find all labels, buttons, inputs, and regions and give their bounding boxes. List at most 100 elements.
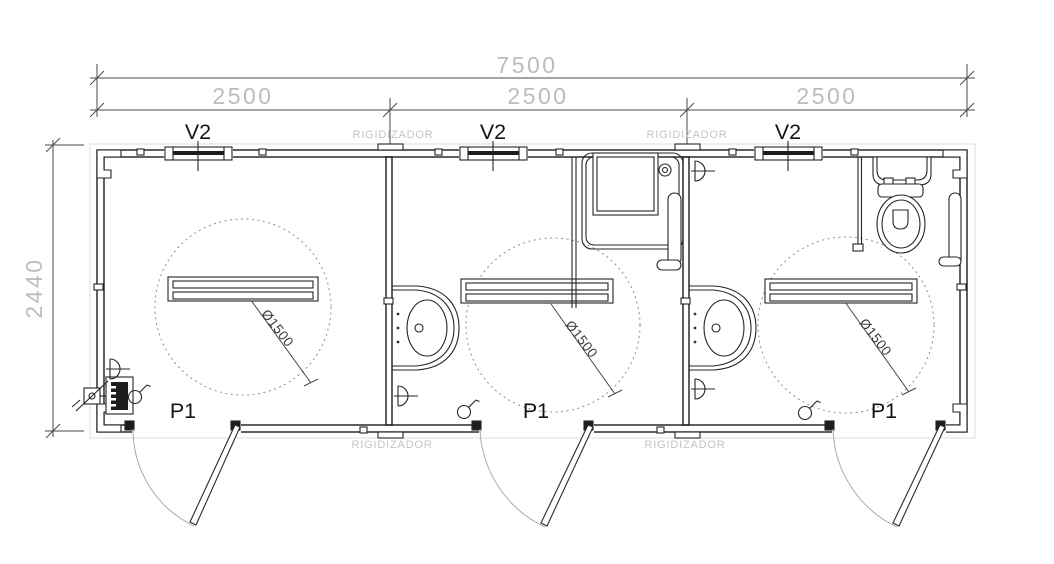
window-label: V2 [775,120,801,144]
sink [392,285,460,371]
partition-wall-1 [385,156,393,426]
stiffener-tab [674,143,701,151]
turning-circle [154,218,332,396]
door-room-2 [471,420,594,528]
turning-circle-annotation: Ø1500 [241,288,319,387]
symbol-arrow [468,399,477,408]
sink-drain [414,323,424,333]
wall-joint [680,297,691,305]
dim-module-width-2: 2500 [507,83,568,109]
break-mark [71,399,81,408]
door-room-3 [824,420,946,528]
grab-bar-foot [938,256,962,267]
wall-joint [383,297,394,305]
bench [764,278,918,304]
room-3: Ø1500 [689,120,962,423]
privacy-screen [852,157,864,252]
tap-hole [396,340,400,344]
tap-hole [396,312,400,316]
window-room-1 [164,141,233,171]
bowl-outer [876,194,926,254]
window-label: V2 [185,120,211,144]
door-opening [832,424,946,433]
wall-fixture [394,385,418,407]
symbol-barb [475,399,480,403]
tap-hole [693,312,697,316]
bowl-inner [881,199,921,249]
door-label: P1 [170,399,196,423]
toilet [872,156,932,254]
grab-bar-foot [656,259,682,271]
stiffener-label-bottom-1: RIGIDIZADOR [352,439,433,451]
bench-slat [172,280,314,289]
shower-mat-frame [592,152,659,216]
tap-hole [396,326,400,330]
screen-foot [852,243,864,252]
sink-rim-outer [392,285,460,371]
symbol-arrow [809,400,818,409]
dim-depth: 2440 [21,257,47,318]
shower [571,152,684,308]
turning-circle [757,236,935,414]
wall-joint [555,148,564,156]
shower-mat [596,156,655,212]
bench-slat [172,291,314,300]
symbol-circle [797,405,813,421]
panel-core [111,382,128,410]
door-leaf [540,424,594,527]
wall-joint [136,148,145,156]
symbol-circle [127,389,143,405]
stiffener-tab [377,143,404,151]
window-room-3 [754,141,823,171]
wall-joint [850,148,859,156]
door-hinge-block [824,420,835,431]
sink-rim-inner [392,289,455,367]
room-2: Ø1500 [392,120,684,423]
bench-slat [769,293,913,302]
bench-slat [465,293,609,302]
cistern [872,156,932,186]
door-hinge-block [124,420,135,431]
corner-post [942,149,968,179]
dimension-annotations: 7500 2500 2500 2500 2440 [21,52,975,439]
bench-slat [465,282,609,291]
stiffener-label-top-2: RIGIDIZADOR [647,129,728,141]
turning-circle-label: Ø1500 [856,316,894,359]
symbol-barb [146,384,151,388]
service-connection [71,380,109,412]
wall-fixture [691,160,715,182]
stiffener-label-bottom-2: RIGIDIZADOR [645,439,726,451]
shower-drain-center [661,166,669,174]
dimension-tick [901,387,917,396]
wall-fixture [691,378,715,400]
wall-joint [434,148,443,156]
wall-joint [93,283,104,291]
door-leaf [892,424,946,527]
bench [167,276,319,302]
door-leaf [189,424,241,526]
turning-circle-label: Ø1500 [562,318,600,361]
door-label: P1 [523,399,549,423]
diameter-line [550,303,616,395]
grab-bar [667,192,682,266]
turning-circle [465,237,641,413]
door-label: P1 [871,399,897,423]
sink-rim-inner [689,289,752,367]
flush-outlet [892,209,909,230]
male-symbol [797,400,821,421]
turning-circle-annotation: Ø1500 [841,298,917,396]
stiffener-label-top-1: RIGIDIZADOR [353,129,434,141]
panel-notch [111,398,116,401]
door-opening [132,424,241,433]
door-swing-arc [132,428,195,527]
symbol-circle [456,404,472,420]
shower-drain [658,163,672,177]
diameter-line [844,301,910,393]
room-1: Ø1500 [71,120,332,423]
symbol-arrow [139,384,148,393]
sink [689,285,757,371]
panel-notch [111,404,116,407]
wall-fixture [106,358,130,380]
connection-port [88,392,96,400]
